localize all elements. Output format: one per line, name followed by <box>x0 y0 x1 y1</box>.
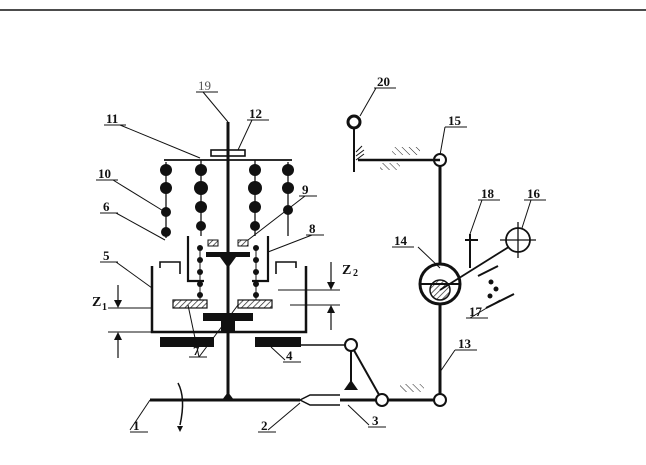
label-8: 8 <box>309 221 316 236</box>
label-14: 14 <box>394 233 408 248</box>
label-7: 7 <box>193 343 200 358</box>
ball-chains <box>160 159 294 238</box>
shaft-bearing <box>222 392 234 400</box>
rim-left <box>159 261 181 274</box>
clutch-right <box>255 337 301 347</box>
top-cup <box>210 149 246 157</box>
label-3: 3 <box>372 413 379 428</box>
label-underlines <box>96 87 546 433</box>
hanger-cone <box>220 257 236 268</box>
label-5: 5 <box>103 248 110 263</box>
indicator-arm <box>439 242 516 291</box>
label-6: 6 <box>103 199 110 214</box>
label-16: 16 <box>527 186 541 201</box>
inner-cup-left <box>186 236 204 283</box>
label-15: 15 <box>448 113 462 128</box>
switch-spring <box>355 145 365 161</box>
ground-hatch-lower <box>400 384 424 392</box>
ground-hatch-upper-2 <box>380 163 400 170</box>
label-20: 20 <box>377 74 390 89</box>
label-19: 19 <box>198 78 211 93</box>
z2-subscript: 2 <box>353 268 358 279</box>
label-17: 17 <box>469 304 483 319</box>
label-2: 2 <box>261 418 268 433</box>
small-block-right <box>237 239 249 247</box>
plate-left <box>172 299 208 309</box>
rim-right <box>275 261 297 274</box>
hanger-bar <box>206 252 250 257</box>
dimension-z1 <box>108 285 152 358</box>
inner-ball-chains <box>197 245 259 300</box>
contacts-17 <box>477 265 515 309</box>
leader-lines <box>112 87 532 431</box>
label-13: 13 <box>458 336 472 351</box>
lower-pivot <box>433 393 447 407</box>
z2-label: Z <box>342 263 351 278</box>
input-shaft <box>150 382 300 432</box>
z1-subscript: 1 <box>102 302 107 313</box>
label-18: 18 <box>481 186 495 201</box>
switch-head <box>346 114 362 130</box>
z1-label: Z <box>92 295 101 310</box>
dimension-z2 <box>278 262 340 330</box>
label-9: 9 <box>302 182 309 197</box>
linkage-lever <box>299 338 440 407</box>
hub-disc <box>203 313 253 321</box>
label-10: 10 <box>98 166 111 181</box>
label-11: 11 <box>106 111 118 126</box>
label-12: 12 <box>249 106 262 121</box>
inner-cup-right <box>252 236 270 283</box>
label-1: 1 <box>133 418 140 433</box>
small-block-left <box>207 239 219 247</box>
plate-right <box>237 299 273 309</box>
ground-hatch-upper <box>392 147 420 155</box>
hub-neck <box>221 320 235 332</box>
cam-disk <box>418 262 462 306</box>
label-4: 4 <box>286 348 293 363</box>
target-16 <box>500 222 536 258</box>
clutch-left <box>160 337 214 347</box>
